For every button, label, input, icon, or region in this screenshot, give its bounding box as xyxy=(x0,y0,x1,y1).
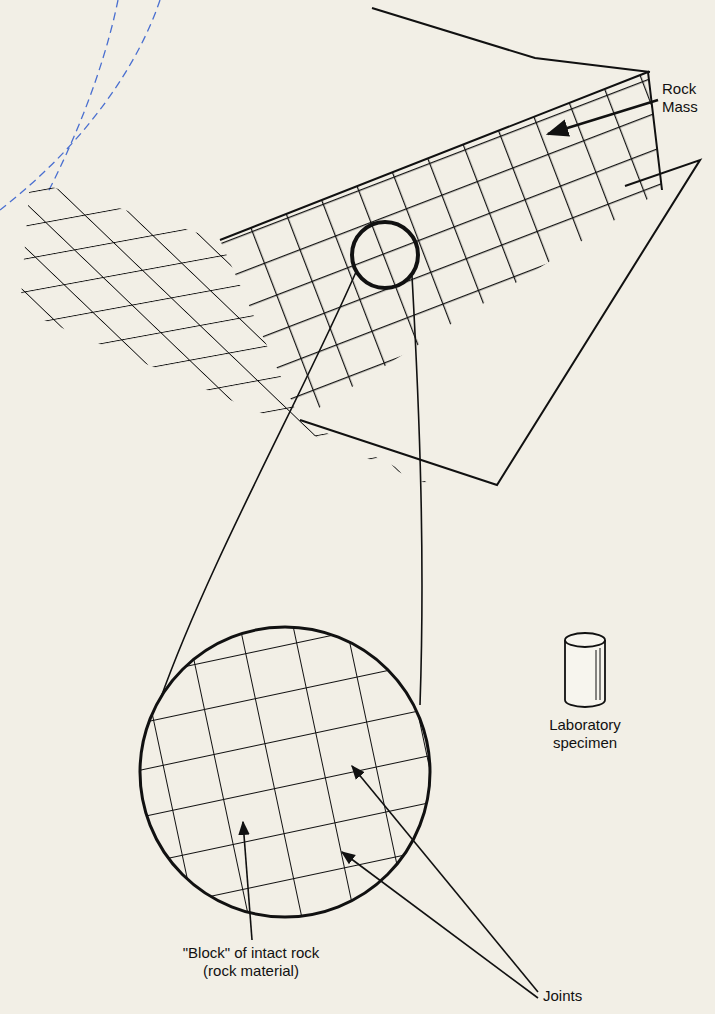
zoom-circle xyxy=(352,222,418,288)
callout-label: Joints xyxy=(543,987,603,1005)
right-rock-face xyxy=(220,72,662,420)
callout-label: "Block" of intact rock (rock material) xyxy=(175,944,327,980)
callout-label: Laboratory specimen xyxy=(540,716,630,752)
face-edge xyxy=(220,72,662,240)
leader-line xyxy=(243,822,252,940)
dashed-guide xyxy=(48,0,118,192)
dashed-guide xyxy=(0,0,160,210)
magnified-ground xyxy=(140,627,430,917)
leader-line xyxy=(548,100,658,134)
leader-line xyxy=(342,852,538,998)
leader-line xyxy=(352,766,538,992)
zoom-line xyxy=(412,276,422,705)
magnified-view xyxy=(140,627,430,917)
callout-label: Rock Mass xyxy=(662,80,710,116)
slope-crest xyxy=(372,8,650,72)
specimen-cylinder xyxy=(565,633,605,707)
